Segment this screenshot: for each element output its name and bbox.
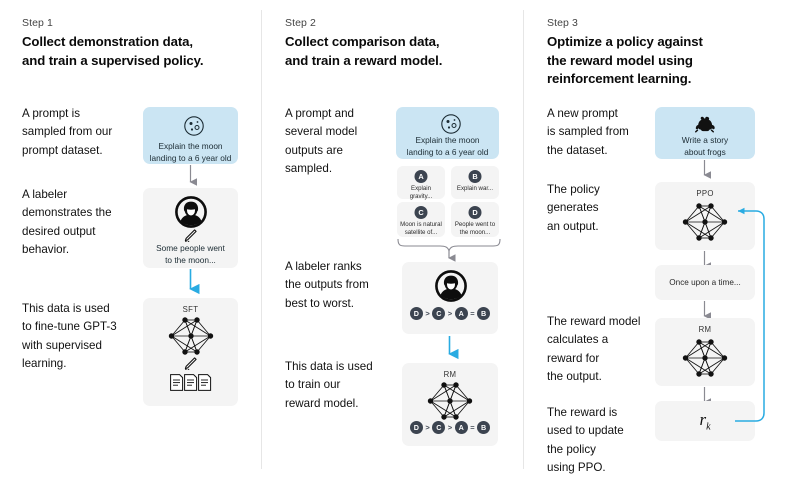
- step-2-title: Collect comparison data, and train a rew…: [285, 34, 443, 68]
- reward-symbol-letter: r: [699, 410, 707, 429]
- step-3-rm-title: RM: [698, 325, 712, 334]
- rank-chip-1: D: [409, 307, 423, 320]
- neural-network-icon: [682, 202, 728, 242]
- step-2-prompt-caption: Explain the moon landing to a 6 year old: [406, 135, 489, 157]
- step-3-paragraph-1: A new prompt is sampled from the dataset…: [547, 107, 629, 157]
- rank-op-2: >: [447, 309, 453, 318]
- step-3-ppo-box[interactable]: PPO: [655, 182, 755, 250]
- step-2-prompt-box[interactable]: Explain the moon landing to a 6 year old: [396, 107, 499, 159]
- step-1-paragraph-2: A labeler demonstrates the desired outpu…: [22, 188, 112, 256]
- step-1-prompt-box[interactable]: Explain the moon landing to a 6 year old: [143, 107, 238, 164]
- step-1-title: Collect demonstration data, and train a …: [22, 34, 204, 68]
- pencil-icon: [184, 229, 197, 242]
- arrow-ppo-to-output: [703, 251, 712, 270]
- step-3-prompt-box[interactable]: Write a story about frogs: [655, 107, 755, 159]
- reward-symbol: rk: [655, 410, 755, 432]
- rank-chip-1: D: [409, 421, 423, 434]
- column-divider-2: [523, 10, 524, 469]
- pencil-icon: [184, 357, 197, 370]
- rank-op-2: >: [447, 423, 453, 432]
- step-1-column: Step 1 Collect demonstration data, and t…: [0, 0, 263, 479]
- step-1-labeler-caption: Some people went to the moon...: [156, 243, 225, 265]
- sample-letter-a: A: [414, 170, 428, 183]
- step-2-sample-card-b[interactable]: B Explain war...: [451, 166, 499, 199]
- column-divider-1: [261, 10, 262, 469]
- arrow-labeler-to-sft: [189, 269, 200, 295]
- rank-op-1: >: [425, 309, 430, 318]
- rank-chip-4: B: [477, 307, 491, 320]
- brace-samples-to-ranking: [397, 238, 501, 262]
- sample-text-d: People went to the moon...: [454, 221, 496, 237]
- step-1-label: Step 1: [22, 17, 53, 29]
- sample-text-a: Explain gravity...: [409, 185, 433, 201]
- arrow-prompt-to-ppo: [703, 160, 712, 179]
- rank-op-1: >: [425, 423, 430, 432]
- sample-text-c: Moon is natural satellite of...: [400, 221, 442, 237]
- rank-chip-3: A: [454, 307, 468, 320]
- ppo-feedback-loop-arrow: [735, 207, 765, 422]
- step-1-paragraph-3: This data is used to fine-tune GPT-3 wit…: [22, 302, 117, 370]
- step-2-paragraph-3: This data is used to train our reward mo…: [285, 360, 373, 410]
- step-3-column: Step 3 Optimize a policy against the rew…: [525, 0, 788, 479]
- arrow-rm-to-reward: [703, 387, 712, 406]
- step-1-sft-title: SFT: [182, 305, 199, 314]
- sample-letter-d: D: [468, 206, 482, 219]
- rank-op-3: =: [470, 309, 475, 318]
- step-2-sample-card-a[interactable]: A Explain gravity...: [397, 166, 445, 201]
- rank-chip-2: C: [432, 307, 446, 320]
- step-3-label: Step 3: [547, 17, 578, 29]
- step-3-output-box[interactable]: Once upon a time...: [655, 265, 755, 300]
- documents-icon: [170, 374, 212, 391]
- rank-chip-4: B: [477, 421, 491, 434]
- step-2-labeler-ranking: D > C > A = B: [402, 307, 498, 320]
- step-3-rm-box[interactable]: RM: [655, 318, 755, 386]
- step-2-sample-card-d[interactable]: D People went to the moon...: [451, 202, 499, 237]
- step-3-paragraph-3: The reward model calculates a reward for…: [547, 315, 641, 383]
- step-3-prompt-caption: Write a story about frogs: [681, 135, 729, 157]
- arrow-output-to-rm: [703, 301, 712, 320]
- rank-chip-3: A: [454, 421, 468, 434]
- step-2-ranking-box[interactable]: D > C > A = B: [402, 262, 498, 334]
- frog-icon: [695, 115, 716, 133]
- step-3-ppo-title: PPO: [696, 189, 714, 198]
- sample-letter-c: C: [414, 206, 428, 219]
- step-1-prompt-caption: Explain the moon landing to a 6 year old: [149, 141, 232, 163]
- step-2-paragraph-1: A prompt and several model outputs are s…: [285, 107, 358, 175]
- labeler-avatar-icon: [174, 196, 207, 228]
- step-2-label: Step 2: [285, 17, 316, 29]
- moon-icon: [183, 116, 204, 136]
- step-3-paragraph-4: The reward is used to update the policy …: [547, 406, 624, 474]
- sample-letter-b: B: [468, 170, 482, 183]
- step-3-paragraph-2: The policy generates an output.: [547, 183, 600, 233]
- step-1-paragraph-1: A prompt is sampled from our prompt data…: [22, 107, 113, 157]
- neural-network-icon: [682, 338, 728, 378]
- step-2-rm-box[interactable]: RM D > C > A = B: [402, 363, 498, 446]
- reward-symbol-subscript: k: [706, 421, 711, 433]
- neural-network-icon: [167, 316, 214, 356]
- rank-chip-2: C: [432, 421, 446, 434]
- step-2-rm-title: RM: [443, 370, 457, 379]
- labeler-avatar-icon: [435, 270, 467, 302]
- step-2-paragraph-2: A labeler ranks the outputs from best to…: [285, 260, 369, 310]
- step-3-output-text: Once upon a time...: [669, 278, 741, 287]
- step-1-labeler-box[interactable]: Some people went to the moon...: [143, 188, 238, 268]
- step-1-sft-box[interactable]: SFT: [143, 298, 238, 406]
- step-2-rm-ranking: D > C > A = B: [402, 421, 498, 434]
- arrow-ranking-to-rm: [448, 336, 459, 360]
- step-3-title: Optimize a policy against the reward mod…: [547, 34, 703, 87]
- moon-icon: [440, 114, 461, 134]
- sample-text-b: Explain war...: [456, 185, 494, 192]
- neural-network-icon: [427, 381, 473, 421]
- step-2-sample-card-c[interactable]: C Moon is natural satellite of...: [397, 202, 445, 237]
- rank-op-3: =: [470, 423, 475, 432]
- step-2-column: Step 2 Collect comparison data, and trai…: [263, 0, 526, 479]
- arrow-prompt-to-labeler: [189, 165, 198, 186]
